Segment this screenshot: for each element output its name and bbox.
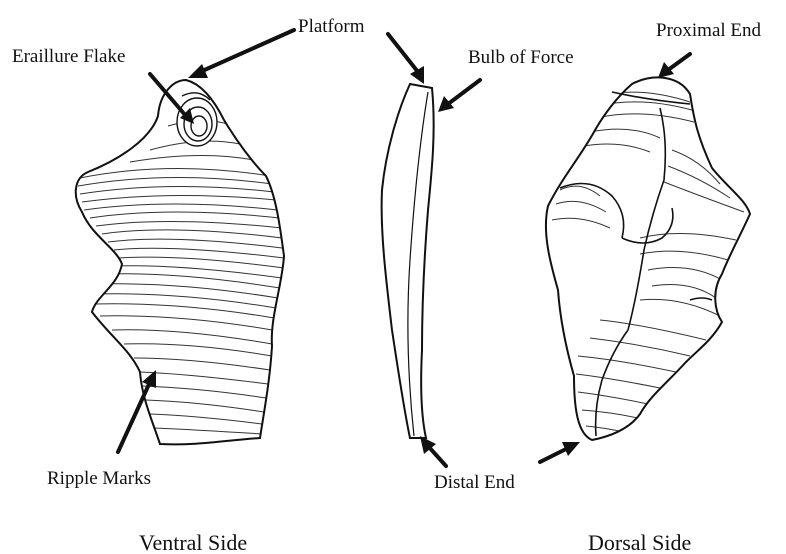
eraillure-flake-label: Eraillure Flake <box>12 46 125 68</box>
distal-arrow-dorsal <box>540 448 568 462</box>
ventral-side-caption: Ventral Side <box>139 530 247 554</box>
ripple-marks-label: Ripple Marks <box>47 468 151 490</box>
dorsal-scar-ridges <box>560 92 712 436</box>
bulb-arrowhead <box>438 96 454 112</box>
platform-label: Platform <box>298 16 365 38</box>
bulb-of-force-label: Bulb of Force <box>468 47 574 69</box>
proximal-arrowhead <box>658 62 674 78</box>
bulb-arrow <box>448 80 480 104</box>
dorsal-hatching <box>552 92 744 432</box>
dorsal-side-caption: Dorsal Side <box>588 530 691 554</box>
ventral-hatching <box>78 120 284 434</box>
side-profile-flake <box>382 84 434 438</box>
dorsal-flake <box>546 77 750 440</box>
proximal-arrow <box>668 54 690 70</box>
platform-arrow-side <box>388 34 418 72</box>
ripple-arrow <box>118 382 150 452</box>
platform-arrow-ventral <box>200 30 294 72</box>
distal-arrow-side <box>428 446 446 466</box>
ventral-flake <box>76 80 284 444</box>
distal-end-label: Distal End <box>434 472 515 494</box>
proximal-end-label: Proximal End <box>656 20 761 42</box>
eraillure-scar <box>177 93 217 146</box>
platform-arrowhead-ventral <box>188 64 208 78</box>
